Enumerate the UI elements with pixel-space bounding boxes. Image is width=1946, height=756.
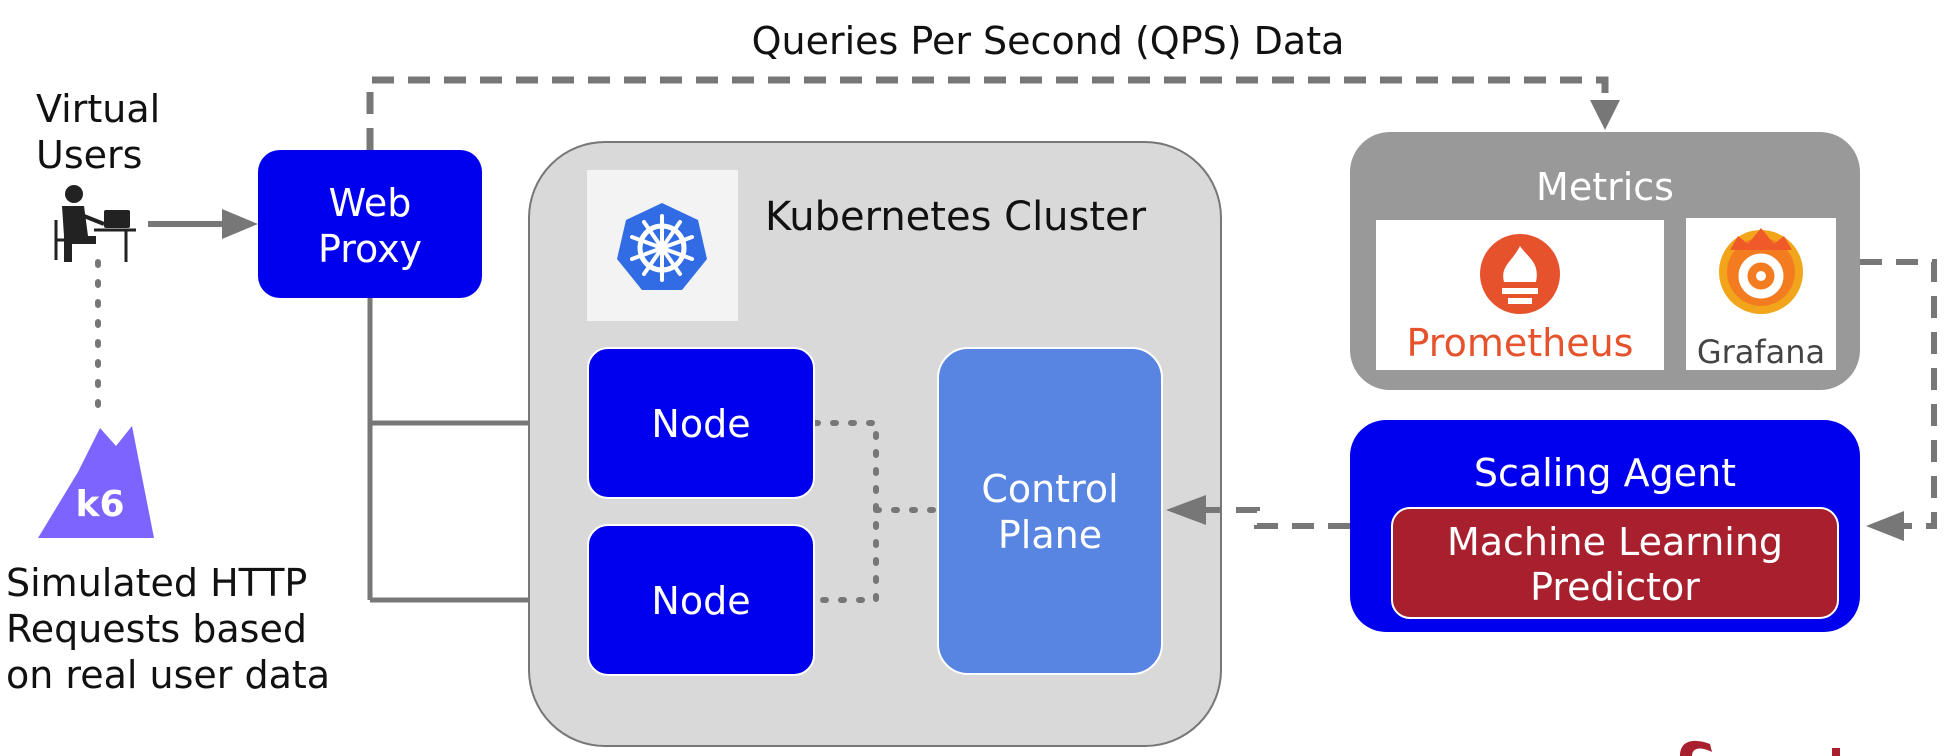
user-at-laptop-icon	[54, 185, 136, 262]
k6-logo-icon: k6	[38, 426, 154, 538]
k6-caption-line1: Simulated HTTP	[6, 561, 307, 605]
metrics-to-agent-arrowhead	[1866, 511, 1904, 541]
qps-arrowhead	[1590, 100, 1620, 130]
kubernetes-helm-icon	[617, 203, 707, 290]
qps-dashed-connector	[366, 76, 1609, 150]
node-bottom-label: Node	[651, 579, 750, 623]
ml-predictor-label-line2: Predictor	[1530, 565, 1700, 609]
virtual-users-label-line1: Virtual	[36, 87, 160, 131]
control-plane-box	[937, 347, 1163, 675]
prometheus-label: Prometheus	[1407, 321, 1634, 365]
web-proxy-label-line1: Web	[329, 181, 412, 225]
control-plane-label-line1: Control	[981, 467, 1118, 511]
node-box-bottom	[587, 524, 815, 676]
k6-logo-text: k6	[76, 484, 125, 525]
ml-predictor-label-line1: Machine Learning	[1447, 520, 1783, 564]
virtual-users-label-line2: Users	[36, 133, 142, 177]
cropped-logo-dot-icon	[1832, 748, 1840, 756]
k6-caption-line2: Requests based	[6, 607, 307, 651]
agent-to-control-plane-arrowhead	[1166, 495, 1206, 525]
web-proxy-box	[258, 150, 482, 298]
cropped-logo-mark-icon	[1680, 740, 1712, 756]
metrics-title: Metrics	[1536, 165, 1674, 209]
scaling-agent-title: Scaling Agent	[1474, 451, 1736, 495]
users-to-proxy-arrowhead	[222, 209, 258, 239]
node-box-top	[587, 347, 815, 499]
grafana-logo-icon	[1719, 228, 1803, 314]
metrics-to-agent-dashed-connector	[1860, 259, 1937, 529]
ml-predictor-box	[1391, 507, 1839, 619]
kubernetes-cluster-title: Kubernetes Cluster	[765, 194, 1147, 240]
qps-flow-label: Queries Per Second (QPS) Data	[752, 19, 1345, 63]
agent-to-control-plane-dashed-connector	[1202, 507, 1350, 529]
node-top-label: Node	[651, 402, 750, 446]
grafana-label: Grafana	[1697, 333, 1825, 371]
web-proxy-label-line2: Proxy	[318, 227, 422, 271]
k6-caption-line3: on real user data	[6, 653, 330, 697]
prometheus-logo-icon	[1480, 234, 1560, 314]
control-plane-label-line2: Plane	[998, 513, 1102, 557]
